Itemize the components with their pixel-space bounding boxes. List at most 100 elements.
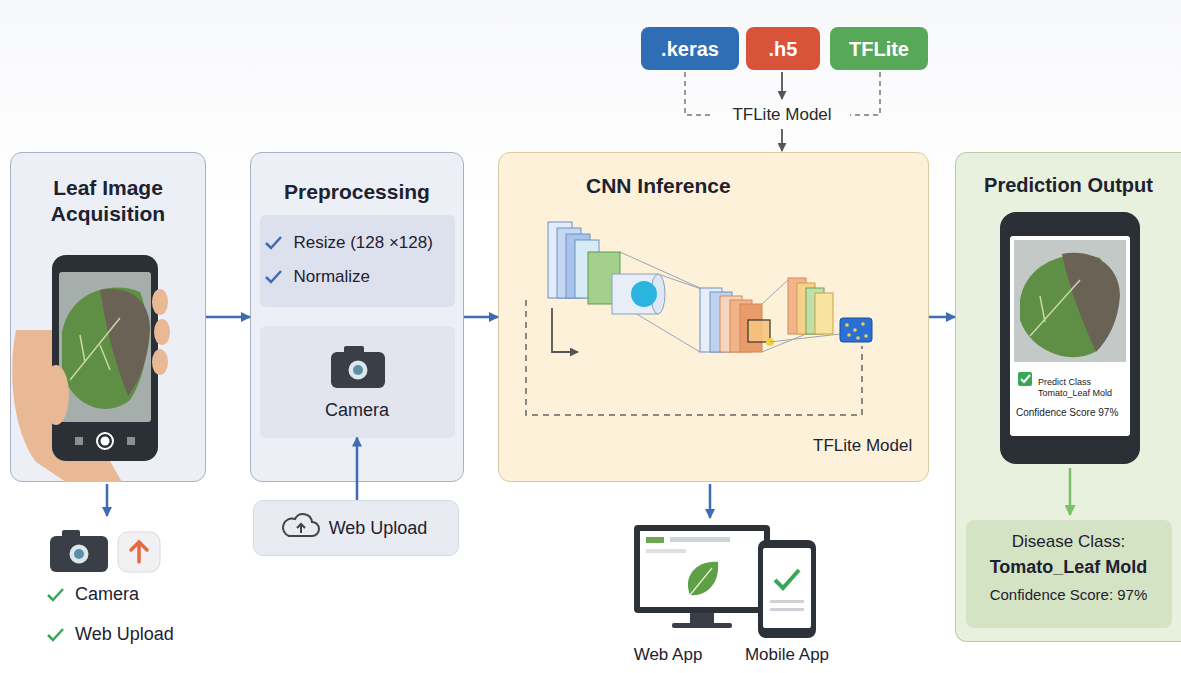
camera-icon xyxy=(347,359,369,381)
hand-phone-illustration xyxy=(127,437,135,445)
cnn-illustration xyxy=(526,222,872,415)
platform-label: Mobile App xyxy=(745,645,829,664)
box-title: Camera xyxy=(266,400,449,422)
result-phone-illustration xyxy=(1000,212,1140,464)
input-label-holder: Camera xyxy=(75,584,139,605)
camera-icon xyxy=(50,536,108,572)
web-app-icon xyxy=(646,549,686,553)
hand-phone-illustration xyxy=(70,318,120,380)
box-title: CNN Inference xyxy=(586,173,928,198)
box-title: Web Upload xyxy=(304,518,452,540)
mobile-app-icon xyxy=(758,540,816,638)
mobile-app-icon xyxy=(770,608,804,611)
cnn-illustration xyxy=(856,336,860,340)
cloud-upload-icon xyxy=(297,524,305,533)
format-pill: .h5 xyxy=(746,27,820,70)
box-title: Preprocessing xyxy=(261,179,453,204)
upload-icon xyxy=(131,542,147,562)
model-label: TFLite Model xyxy=(732,105,831,124)
web-app-icon xyxy=(634,525,770,628)
flow-arrow xyxy=(1070,468,1071,515)
camera-icon xyxy=(74,549,84,559)
box-title: Disease Class: xyxy=(972,532,1166,552)
cnn-illustration xyxy=(762,280,840,352)
box-title: .h5 xyxy=(750,37,816,61)
flow-arrow xyxy=(929,316,955,319)
hand-phone-illustration xyxy=(43,365,69,425)
result-phone-illustration xyxy=(1000,212,1140,464)
result-phone-illustration xyxy=(1030,280,1080,336)
result-phone-illustration xyxy=(1018,372,1032,386)
mobile-app-icon xyxy=(775,570,799,588)
cnn-illustration xyxy=(840,318,872,342)
cnn-illustration xyxy=(861,322,865,326)
cnn-illustration xyxy=(853,328,857,332)
camera-icon xyxy=(353,365,363,375)
cnn-illustration xyxy=(631,281,657,307)
hand-phone-illustration xyxy=(154,319,170,345)
box-title: Leaf Image Acquisition xyxy=(21,175,195,228)
check-mark xyxy=(48,589,63,640)
cnn-illustration xyxy=(847,333,851,337)
cnn-illustration xyxy=(845,323,849,327)
hand-phone-illustration xyxy=(52,255,158,461)
hand-phone-illustration xyxy=(59,272,151,422)
model-label-holder: TFLite Model xyxy=(732,105,831,125)
result-phone-illustration xyxy=(1010,236,1130,436)
check-mark xyxy=(266,271,281,282)
hand-phone-illustration xyxy=(152,349,168,375)
check-mark xyxy=(266,237,281,248)
camera-icon xyxy=(331,352,385,388)
cnn-illustration xyxy=(815,293,833,334)
check-mark xyxy=(48,629,63,640)
platform-label: Web App xyxy=(634,645,703,664)
flow-arrow xyxy=(1069,468,1072,515)
model-bracket xyxy=(781,129,783,151)
result-box: Disease Class:Tomato_Leaf MoldConfidence… xyxy=(966,520,1172,628)
camera-icon xyxy=(50,530,108,572)
box-text: Tomato_Leaf Mold xyxy=(972,557,1166,579)
result-phone-illustration xyxy=(1021,375,1030,382)
mobile-app-icon xyxy=(758,540,816,638)
hand-phone-illustration xyxy=(101,437,110,446)
web-app-icon xyxy=(670,537,730,542)
input-label: Web Upload xyxy=(75,624,174,644)
web-app-icon xyxy=(646,537,664,543)
camera-icon xyxy=(68,543,90,565)
result-phone-illustration xyxy=(1014,240,1126,362)
model-bracket xyxy=(781,72,783,99)
upload-icon xyxy=(118,532,160,572)
box-title: TFLite xyxy=(834,37,924,61)
mobile-app-icon xyxy=(763,548,811,628)
input-label: Camera xyxy=(75,584,139,604)
flow-arrow xyxy=(107,484,108,516)
input-label-holder: Web Upload xyxy=(75,624,174,645)
screen-text: Tomato_Leaf Mold xyxy=(1038,388,1112,398)
box-text: TFLite Model xyxy=(813,436,928,456)
cnn-illustration xyxy=(864,334,868,338)
hand-phone-illustration xyxy=(12,255,170,482)
flow-arrow xyxy=(206,316,250,319)
flow-arrow xyxy=(356,438,359,501)
check-mark xyxy=(48,589,63,600)
mobile-app-icon xyxy=(770,600,804,603)
platform-label-holder: Mobile App xyxy=(745,645,829,665)
web-app-icon xyxy=(634,525,770,613)
cloud-upload-icon xyxy=(283,514,319,536)
model-bracket xyxy=(685,72,714,115)
box-text: Normalize xyxy=(294,267,451,287)
platform-label-holder: Web App xyxy=(634,645,703,665)
upload-icon xyxy=(118,532,160,572)
flow-arrow xyxy=(709,484,712,518)
screen-text: Predict Class xyxy=(1038,377,1091,387)
box-title: Resize (128 ×128) xyxy=(294,233,451,253)
model-bracket xyxy=(850,72,880,115)
check-mark xyxy=(266,237,281,282)
screen-text: Confidence Score 97% xyxy=(1016,407,1118,418)
stage-panel: Resize (128 ×128) NormalizeCamera Preproce… xyxy=(250,152,464,482)
result-phone-illustration xyxy=(1062,253,1120,352)
camera-icon xyxy=(331,346,385,388)
hand-phone-illustration xyxy=(75,437,83,445)
web-app-icon xyxy=(690,613,714,623)
